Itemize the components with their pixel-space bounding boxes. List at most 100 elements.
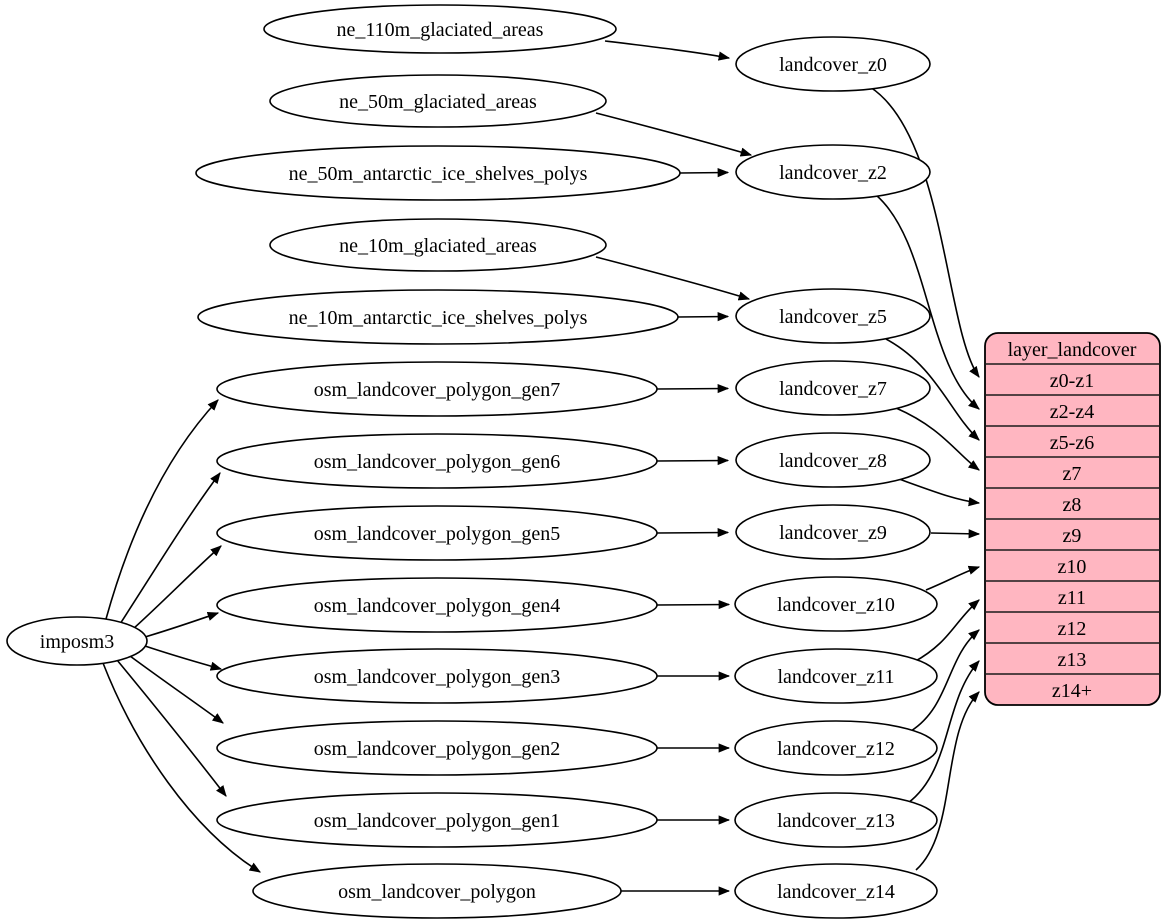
table-row-z12: z12	[1058, 618, 1087, 640]
stage-label: landcover_z7	[779, 378, 887, 400]
edge-imposm3-to-gen5	[132, 545, 222, 630]
node-osm-landcover-polygon-gen2: osm_landcover_polygon_gen2	[216, 720, 658, 776]
stage-ellipse	[734, 792, 938, 848]
node-osm-landcover-polygon-gen1: osm_landcover_polygon_gen1	[216, 792, 658, 848]
node-osm-landcover-polygon-gen3: osm_landcover_polygon_gen3	[216, 648, 658, 704]
table-row-z2-z4: z2-z4	[1050, 401, 1094, 423]
node-landcover-z12: landcover_z12	[734, 720, 938, 776]
source-label: ne_50m_antarctic_ice_shelves_polys	[289, 163, 588, 185]
node-osm-landcover-polygon-gen4: osm_landcover_polygon_gen4	[216, 577, 658, 633]
edge-z9-to-row-z9	[930, 529, 981, 539]
stage-ellipse	[734, 648, 938, 704]
stage-label: landcover_z14	[777, 881, 895, 903]
node-ne-10m-antarctic-ice-shelves-polys: ne_10m_antarctic_ice_shelves_polys	[197, 289, 679, 345]
source-label: osm_landcover_polygon_gen1	[314, 810, 561, 832]
imposm3-label: imposm3	[40, 631, 114, 653]
source-label: osm_landcover_polygon_gen6	[314, 451, 561, 473]
source-label: osm_landcover_polygon_gen4	[314, 595, 561, 617]
node-landcover-z5: landcover_z5	[735, 288, 931, 344]
stage-ellipse	[734, 720, 938, 776]
edge-gen4-to-z10	[656, 599, 731, 610]
edge-imposm3-to-gen7	[105, 399, 219, 620]
stage-ellipse	[734, 863, 938, 919]
stage-label: landcover_z0	[779, 54, 887, 76]
source-ellipse	[269, 74, 607, 128]
table-row-z0-z1: z0-z1	[1050, 370, 1094, 392]
source-label: osm_landcover_polygon_gen5	[314, 523, 561, 545]
node-osm-landcover-polygon-gen6: osm_landcover_polygon_gen6	[216, 433, 658, 489]
node-landcover-z2: landcover_z2	[735, 144, 931, 200]
stage-label: landcover_z2	[779, 162, 887, 184]
stage-label: landcover_z11	[778, 666, 895, 688]
table-row-z8: z8	[1063, 494, 1082, 516]
stage-ellipse	[735, 144, 931, 200]
edge-imposm3-to-gen6	[119, 472, 221, 625]
stage-ellipse	[735, 504, 931, 560]
edge-ne10m-antarctic-to-z5	[677, 311, 730, 322]
edge-imposm3-to-gen1	[116, 659, 227, 797]
node-landcover-z0: landcover_z0	[735, 36, 931, 92]
node-osm-landcover-polygon: osm_landcover_polygon	[252, 863, 622, 919]
edge-imposm3-to-polygon	[102, 662, 261, 873]
node-landcover-z14: landcover_z14	[734, 863, 938, 919]
edge-z8-to-row-z8	[898, 478, 981, 507]
source-label: osm_landcover_polygon_gen2	[314, 738, 561, 760]
node-landcover-z7: landcover_z7	[735, 360, 931, 416]
stage-ellipse	[735, 432, 931, 488]
source-ellipse	[216, 792, 658, 848]
table-row-z9: z9	[1063, 525, 1082, 547]
stage-ellipse	[735, 288, 931, 344]
stage-label: landcover_z10	[777, 594, 895, 616]
node-landcover-z10: landcover_z10	[734, 576, 938, 632]
stage-label: landcover_z12	[777, 738, 895, 760]
source-ellipse	[216, 648, 658, 704]
node-landcover-z9: landcover_z9	[735, 504, 931, 560]
edge-z2-to-row-z2-z4	[875, 194, 980, 410]
table-row-z13: z13	[1058, 649, 1087, 671]
edge-imposm3-to-gen3	[144, 645, 223, 671]
source-ellipse	[216, 433, 658, 489]
node-osm-landcover-polygon-gen7: osm_landcover_polygon_gen7	[216, 361, 658, 417]
edge-z5-to-row-z5-z6	[885, 338, 980, 441]
edge-z14-to-row-z14plus	[915, 691, 980, 871]
edge-gen6-to-z8	[656, 455, 730, 466]
source-ellipse	[216, 577, 658, 633]
edge-imposm3-to-gen4	[144, 612, 220, 638]
node-ne-50m-glaciated-areas: ne_50m_glaciated_areas	[269, 74, 607, 128]
edge-z7-to-row-z7	[895, 407, 980, 471]
table-row-z14plus: z14+	[1052, 680, 1092, 702]
node-landcover-z11: landcover_z11	[734, 648, 938, 704]
edge-z12-to-row-z12	[910, 629, 980, 732]
source-ellipse	[269, 218, 607, 272]
edge-gen5-to-z9	[656, 527, 730, 538]
source-ellipse	[216, 361, 658, 417]
node-landcover-z13: landcover_z13	[734, 792, 938, 848]
source-label: osm_landcover_polygon_gen7	[314, 379, 561, 401]
node-landcover-z8: landcover_z8	[735, 432, 931, 488]
source-label: ne_110m_glaciated_areas	[337, 19, 544, 41]
edge-ne50m-glaciated-to-z2	[595, 112, 753, 157]
source-ellipse	[263, 4, 617, 54]
source-ellipse	[216, 505, 658, 561]
source-ellipse	[252, 863, 622, 919]
source-label: ne_10m_glaciated_areas	[339, 235, 537, 257]
table-row-z5-z6: z5-z6	[1050, 432, 1094, 454]
source-label: osm_landcover_polygon	[338, 881, 536, 903]
edge-gen7-to-z7	[656, 383, 730, 394]
edge-imposm3-to-gen2	[129, 655, 224, 724]
stage-ellipse	[734, 576, 938, 632]
table-row-z10: z10	[1058, 556, 1087, 578]
edge-z0-to-row-z0-z1	[869, 86, 980, 378]
node-imposm3: imposm3	[6, 616, 148, 666]
source-ellipse	[195, 145, 681, 201]
table-title: layer_landcover	[1008, 339, 1137, 361]
node-ne-110m-glaciated-areas: ne_110m_glaciated_areas	[263, 4, 617, 54]
edge-z10-to-row-z10	[925, 565, 981, 591]
source-ellipse	[216, 720, 658, 776]
node-ne-50m-antarctic-ice-shelves-polys: ne_50m_antarctic_ice_shelves_polys	[195, 145, 681, 201]
edge-z13-to-row-z13	[907, 660, 980, 804]
node-osm-landcover-polygon-gen5: osm_landcover_polygon_gen5	[216, 505, 658, 561]
edges	[102, 40, 981, 896]
